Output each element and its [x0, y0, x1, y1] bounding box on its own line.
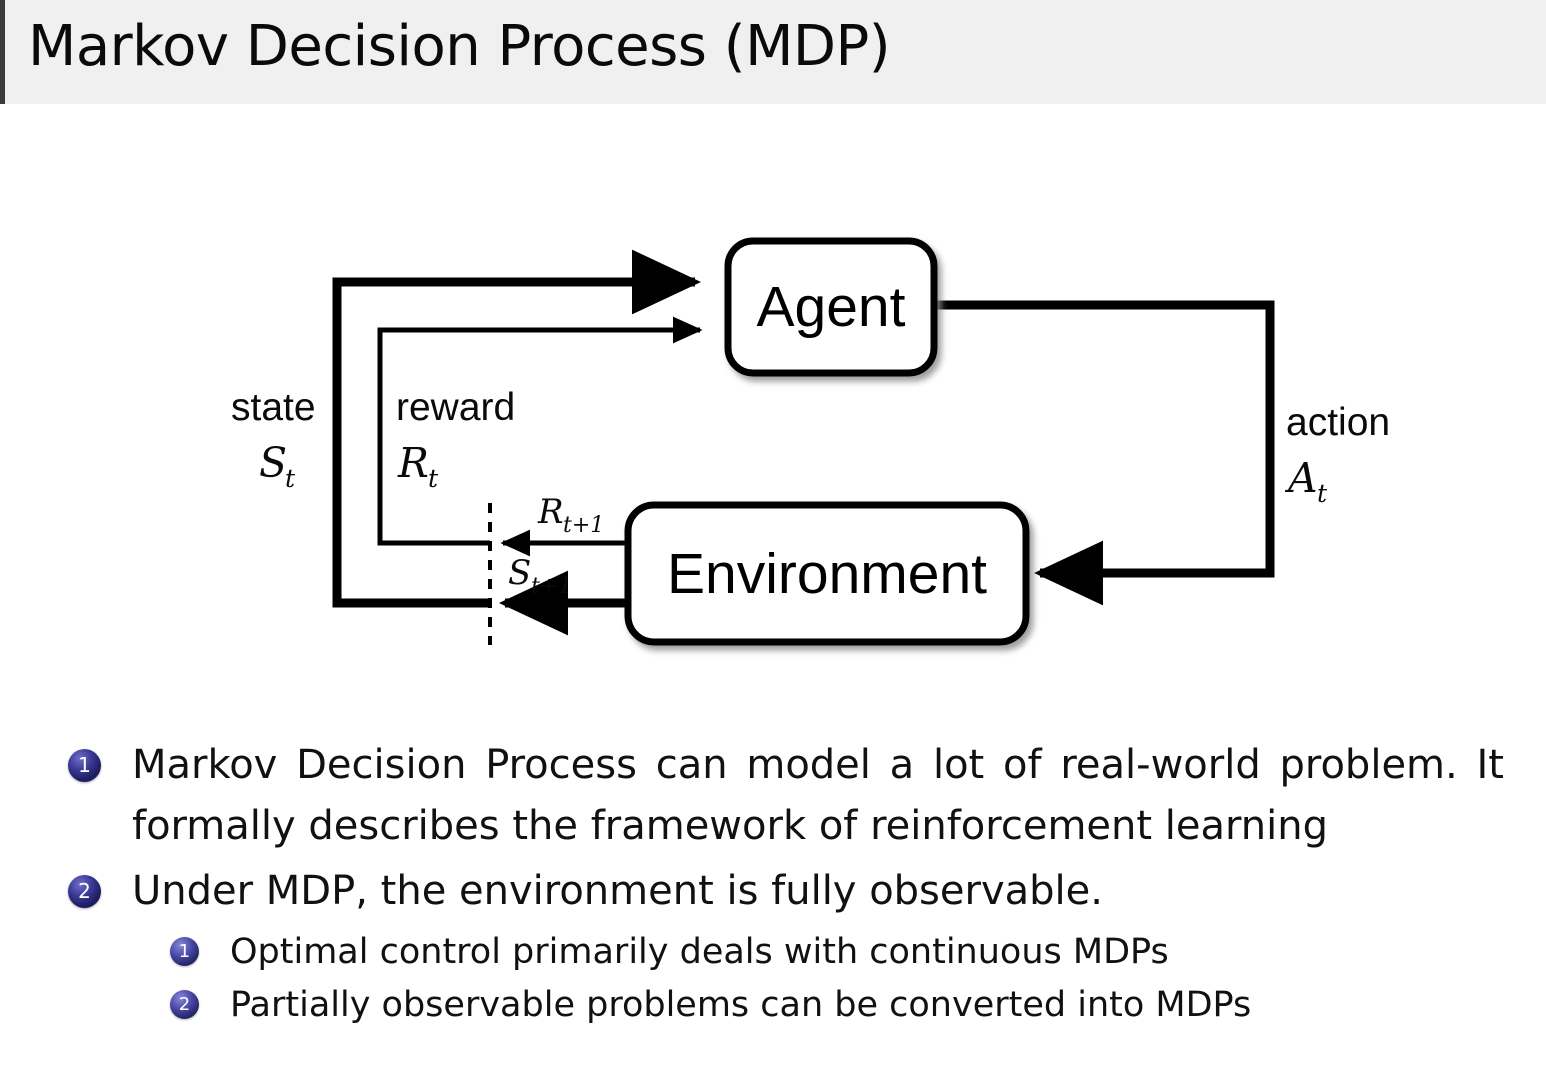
- agent-node-label: Agent: [757, 275, 906, 339]
- header-left-rule: [0, 0, 5, 104]
- action-label: action A t: [1284, 401, 1390, 508]
- state-feedback-path: [332, 249, 701, 608]
- action-label-symbol: A: [1284, 454, 1318, 502]
- action-label-subscript: t: [1317, 479, 1328, 508]
- bullet-badge-2: 2: [68, 875, 101, 908]
- reward-feedback-path: [377, 316, 703, 546]
- sub-list-item-text: Partially observable problems can be con…: [230, 985, 1252, 1025]
- slide-header: Markov Decision Process (MDP): [0, 0, 1546, 104]
- list-item-text: Under MDP, the environment is fully obse…: [132, 868, 1103, 914]
- state-label: state S t: [231, 386, 316, 493]
- sub-bullet-badge-2: 2: [170, 990, 199, 1019]
- list-item: 2 Under MDP, the environment is fully ob…: [0, 861, 1546, 922]
- reward-label-symbol: R: [397, 439, 429, 487]
- bullet-badge-1: 1: [68, 749, 101, 782]
- state-next-label: S t+1: [508, 553, 572, 599]
- reward-next-symbol: R: [537, 492, 564, 532]
- environment-node-label: Environment: [667, 542, 987, 606]
- sub-bullet-badge-1: 1: [170, 937, 199, 966]
- state-label-subscript: t: [285, 464, 296, 493]
- page-title: Markov Decision Process (MDP): [28, 14, 891, 79]
- state-next-subscript: t+1: [531, 574, 572, 599]
- sub-list-item: 1 Optimal control primarily deals with c…: [0, 926, 1546, 979]
- mdp-agent-environment-diagram: Agent Environment state S t reward R t a…: [0, 110, 1546, 710]
- sub-list-item: 2 Partially observable problems can be c…: [0, 979, 1546, 1032]
- action-path: [933, 300, 1275, 606]
- list-item-text: Markov Decision Process can model a lot …: [132, 742, 1504, 849]
- reward-next-subscript: t+1: [563, 513, 604, 538]
- reward-label: reward R t: [396, 386, 515, 493]
- reward-label-word: reward: [396, 386, 515, 429]
- action-label-word: action: [1286, 401, 1390, 444]
- sub-list-item-text: Optimal control primarily deals with con…: [230, 932, 1169, 972]
- agent-node: Agent: [724, 237, 938, 377]
- reward-label-subscript: t: [428, 464, 439, 493]
- state-next-symbol: S: [508, 553, 531, 593]
- list-item: 1 Markov Decision Process can model a lo…: [0, 735, 1546, 857]
- bullet-list: 1 Markov Decision Process can model a lo…: [0, 735, 1546, 1032]
- reward-next-label: R t+1: [537, 492, 604, 538]
- state-label-symbol: S: [259, 439, 287, 487]
- environment-node: Environment: [624, 501, 1030, 646]
- state-label-word: state: [231, 386, 316, 429]
